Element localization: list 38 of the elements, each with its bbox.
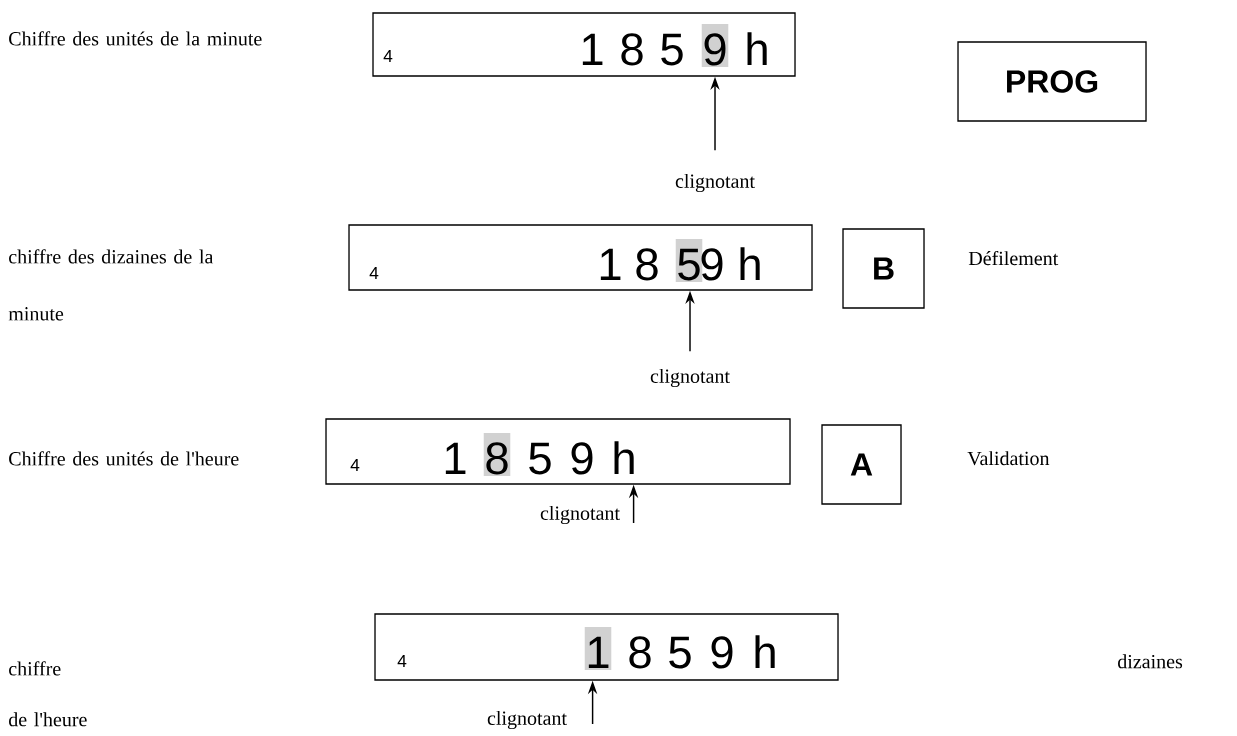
display-digit: 9 [701,248,723,281]
blinking-digit: 8 [483,433,511,476]
display-digit: h [740,247,760,280]
blinking-digit: 9 [701,24,729,67]
display-digit: 1 [582,33,603,65]
display-digit: 1 [445,442,466,474]
button-caption: Validation [967,451,1050,466]
mode-number: 4 [369,267,379,279]
row-label: chiffre [9,661,61,676]
display-digit: 1 [600,248,621,280]
blinking-digit: 1 [584,627,612,670]
blink-note: clignotant [675,173,755,193]
key-button: B [842,228,925,309]
row-label: Chiffre des unités de l'heure [9,451,239,466]
blink-note: clignotant [540,505,620,525]
blink-note: clignotant [487,710,567,730]
display-digit: h [747,32,767,65]
mode-number: 4 [383,50,393,62]
display-digit: h [614,441,634,474]
display-digit: 8 [621,33,643,66]
display-digit: 5 [669,636,691,669]
display-digit: h [755,635,775,668]
display-digit: 9 [711,636,733,669]
button-caption: Défilement [968,250,1059,266]
key-button: A [821,424,902,505]
row-label: chiffre des dizaines de la minute [8,249,214,321]
display-digit: 8 [629,636,651,669]
mode-number: 4 [397,655,407,667]
blink-note: clignotant [650,368,730,388]
row-label: dizaines [1118,654,1183,669]
display-digit: 5 [661,33,683,66]
display-digit: 8 [636,248,658,281]
row-label: de l'heure [9,712,87,727]
mode-number: 4 [350,459,360,471]
row-label: Chiffre des unités de la minute [9,31,262,46]
display-digit: 9 [571,442,593,475]
display-digit: 5 [529,442,551,475]
key-button: PROG [957,41,1147,122]
